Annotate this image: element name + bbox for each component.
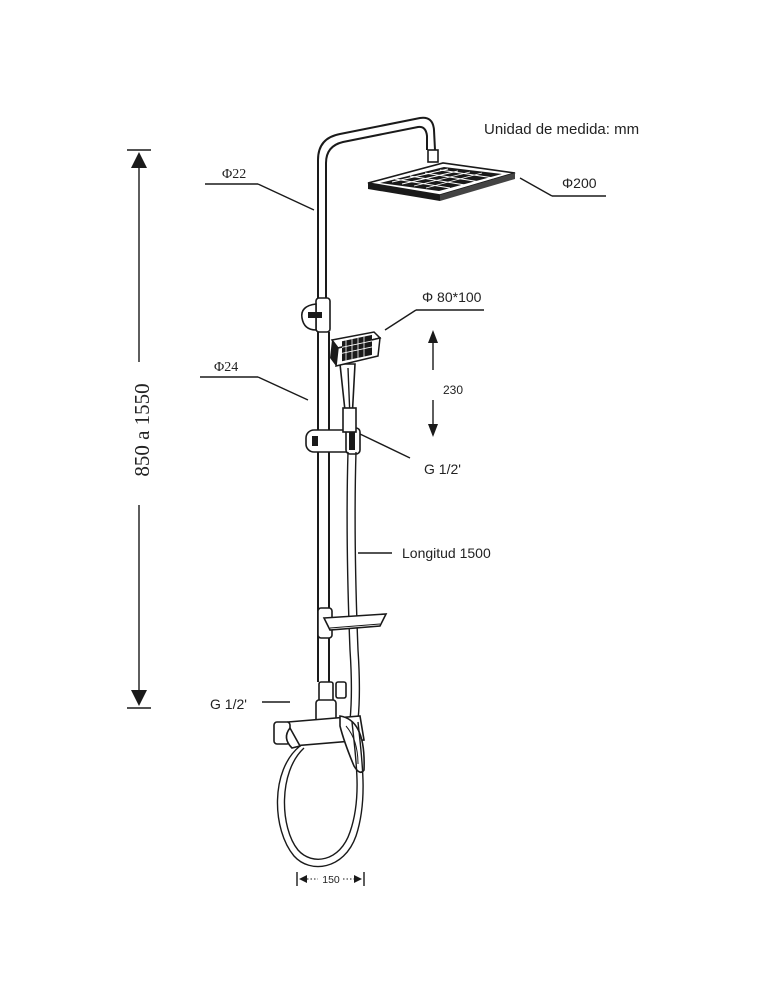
slide-height-label: 230 xyxy=(443,383,463,397)
base-width-dimension: 150 xyxy=(296,872,365,886)
arrow-up-icon xyxy=(131,152,147,168)
hand-shower-size-label: Φ 80*100 xyxy=(422,289,482,305)
overhead-arm xyxy=(317,116,439,308)
units-note: Unidad de medida: mm xyxy=(484,121,639,138)
rain-shower-head xyxy=(367,162,516,201)
soap-dish xyxy=(317,607,388,639)
total-height-label: 850 a 1550 xyxy=(130,383,154,476)
label-lower-pipe: Φ24 xyxy=(200,360,309,401)
slide-height-dimension: 230 xyxy=(428,330,463,437)
label-hose: Longitud 1500 xyxy=(358,545,491,561)
upper-connection-label: G 1/2' xyxy=(424,461,461,477)
lower-connection-label: G 1/2' xyxy=(210,696,247,712)
base-width-label: 150 xyxy=(322,874,340,886)
hose-length-label: Longitud 1500 xyxy=(402,545,491,561)
shower-hose xyxy=(346,451,361,721)
arrow-right-icon xyxy=(354,875,362,883)
label-lower-connection: G 1/2' xyxy=(210,696,290,712)
top-pipe-diameter-label: Φ22 xyxy=(222,167,246,182)
label-hand-shower: Φ 80*100 xyxy=(384,289,484,331)
mixer-valve xyxy=(273,681,365,774)
label-head: Φ200 xyxy=(519,175,606,197)
head-diameter-label: Φ200 xyxy=(562,175,597,191)
arrow-up-icon xyxy=(428,330,438,343)
hand-shower xyxy=(330,331,382,433)
slider-bracket xyxy=(305,427,361,455)
total-height-dimension: 850 a 1550 xyxy=(127,149,154,709)
lower-pipe-diameter-label: Φ24 xyxy=(214,360,238,375)
arrow-down-icon xyxy=(428,424,438,437)
label-top-pipe: Φ22 xyxy=(205,167,315,211)
label-upper-connection: G 1/2' xyxy=(359,433,461,477)
pipe-joint xyxy=(300,297,331,333)
arrow-left-icon xyxy=(299,875,307,883)
arrow-down-icon xyxy=(131,690,147,706)
hose-loop xyxy=(276,721,364,868)
